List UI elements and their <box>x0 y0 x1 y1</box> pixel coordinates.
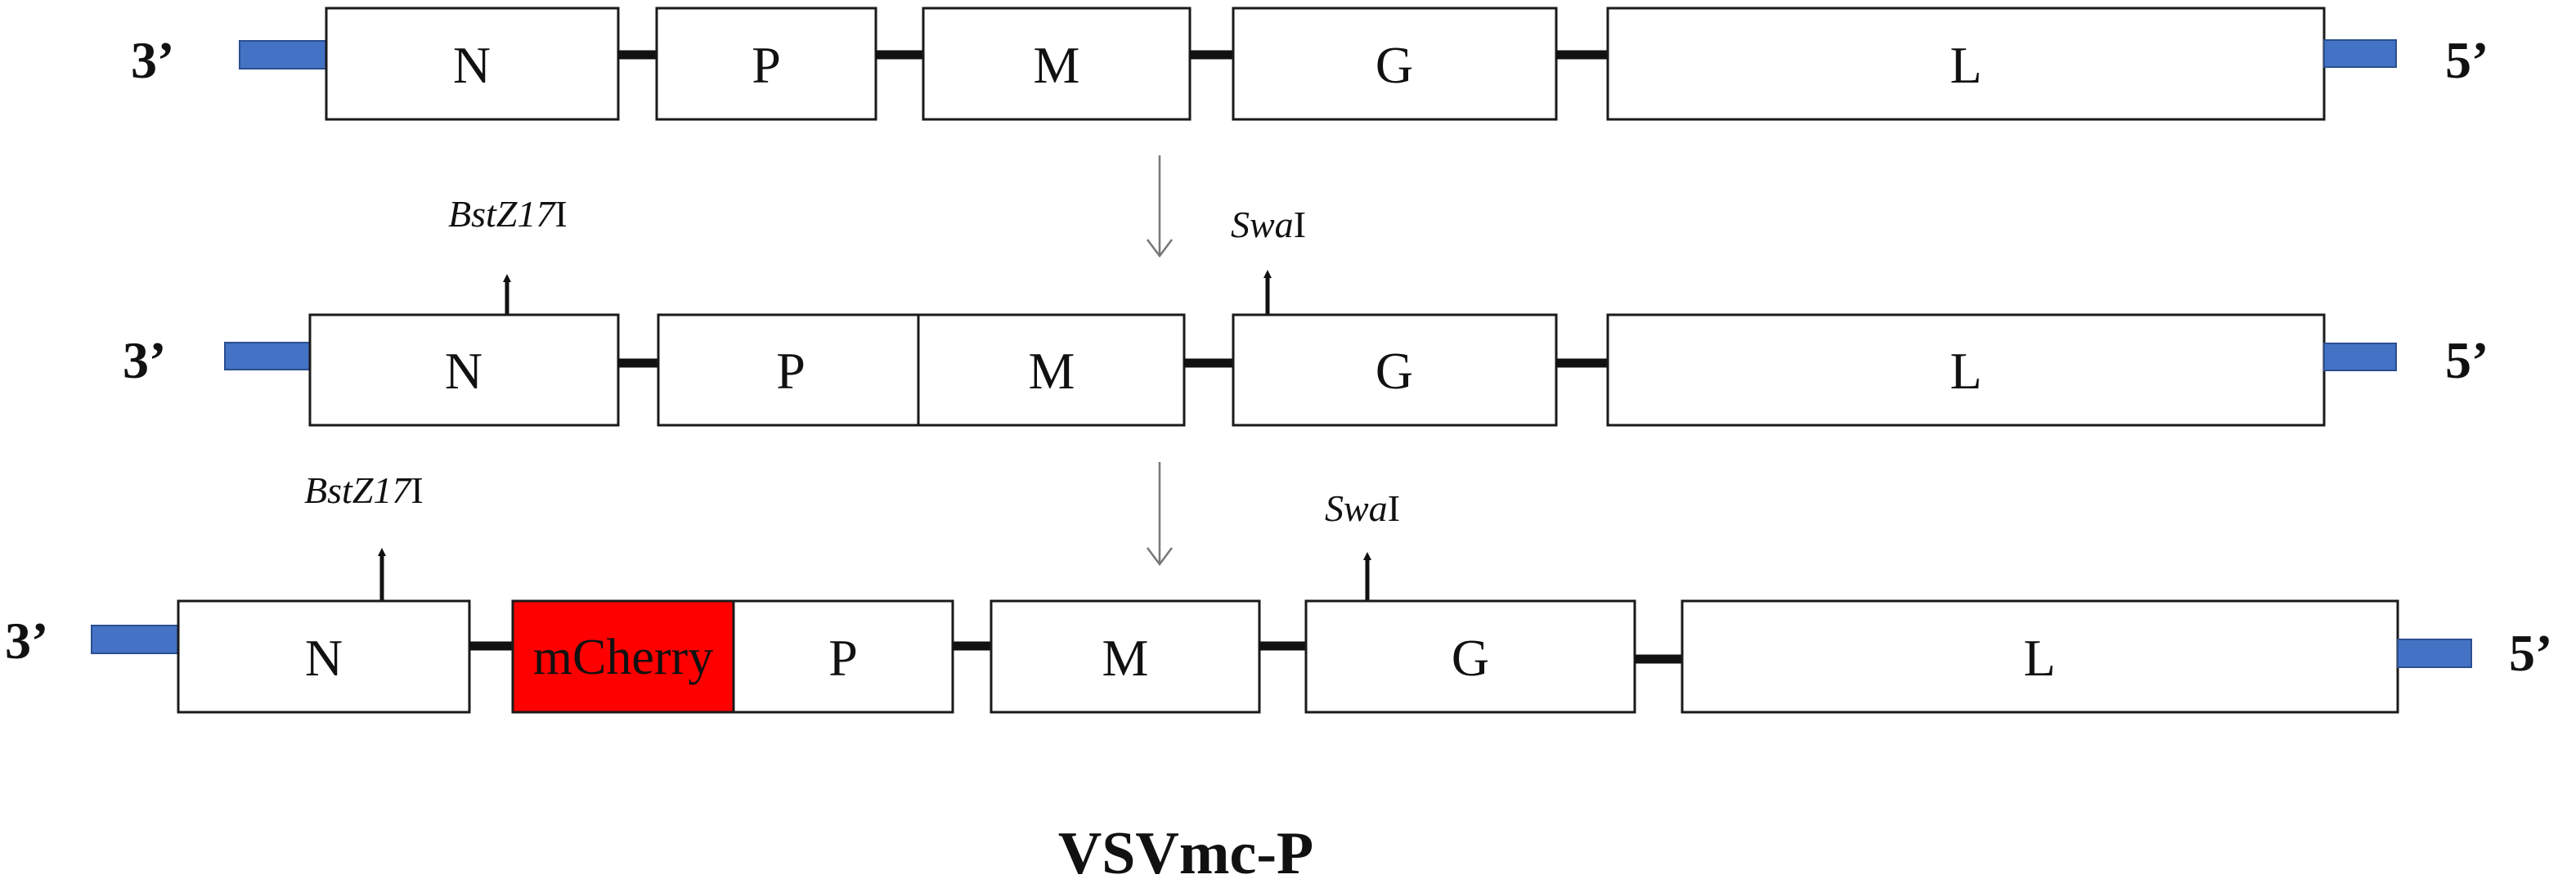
bstz17i-site-marker: BstZ17I <box>304 469 424 601</box>
gene-box-m <box>917 313 1186 427</box>
three-prime-label: 3’ <box>131 31 174 89</box>
gene-label-l: L <box>1950 342 1981 400</box>
five-prime-utr <box>2397 639 2472 668</box>
three-prime-utr <box>91 625 179 654</box>
swai-site-marker: SwaI <box>1325 487 1400 601</box>
gene-label-n: N <box>445 342 482 400</box>
gene-box-m <box>990 599 1261 714</box>
gene-box-l <box>1606 313 2326 427</box>
three-prime-label: 3’ <box>5 612 48 670</box>
gene-box-g <box>1232 7 1558 121</box>
five-prime-utr <box>2323 343 2397 371</box>
gene-label-p: P <box>828 629 858 687</box>
gene-label-g: G <box>1376 36 1413 94</box>
gene-box-n <box>325 7 620 121</box>
five-prime-label: 5’ <box>2445 31 2488 89</box>
gene-box-p <box>732 599 954 714</box>
swai-roman: I <box>1294 204 1306 245</box>
five-prime-label: 5’ <box>2445 331 2488 389</box>
three-prime-utr <box>224 342 311 370</box>
gene-label-m: M <box>1029 342 1075 400</box>
gene-label-g: G <box>1452 629 1489 687</box>
gene-box-g <box>1232 313 1558 427</box>
construct-row-modified-backbone: BstZ17I SwaI 3’ N P M G L 5’ <box>123 193 2488 427</box>
gene-label-l: L <box>1950 36 1981 94</box>
bstz17i-italic: BstZ17 <box>448 193 556 235</box>
bstz17i-label: BstZ17I <box>448 193 568 235</box>
gene-label-n: N <box>305 629 343 687</box>
construct-row-vsvmc-p: BstZ17I SwaI 3’ N mCherry P M G L 5’ <box>5 469 2552 714</box>
gene-box-l <box>1606 7 2326 121</box>
gene-label-n: N <box>453 36 491 94</box>
bstz17i-roman: I <box>554 193 567 235</box>
flow-arrow-down <box>1147 462 1173 567</box>
gene-box-n <box>308 313 620 427</box>
swai-label: SwaI <box>1325 487 1400 529</box>
swai-site-marker: SwaI <box>1231 204 1306 315</box>
swai-label: SwaI <box>1231 204 1306 245</box>
mcherry-insert-box <box>511 599 735 714</box>
flow-arrow-down <box>1147 155 1173 258</box>
bstz17i-italic: BstZ17 <box>304 469 412 511</box>
construct-row-wild-type: 3’ N P M G L 5’ <box>131 7 2488 121</box>
gene-label-l: L <box>2023 629 2055 687</box>
five-prime-utr <box>2323 39 2397 68</box>
gene-label-m: M <box>1102 629 1149 687</box>
gene-box-l <box>1681 599 2399 714</box>
swai-roman: I <box>1388 487 1400 529</box>
gene-box-p <box>655 7 877 121</box>
gene-label-m: M <box>1034 36 1080 94</box>
three-prime-label: 3’ <box>123 331 166 389</box>
gene-box-n <box>177 599 471 714</box>
gene-label-p: P <box>776 342 806 400</box>
swai-italic: Swa <box>1325 487 1388 529</box>
five-prime-label: 5’ <box>2509 624 2552 682</box>
gene-box-p <box>657 313 925 427</box>
gene-label-mcherry: mCherry <box>533 630 713 685</box>
bstz17i-label: BstZ17I <box>304 469 424 511</box>
bstz17i-site-marker: BstZ17I <box>448 193 568 315</box>
gene-label-g: G <box>1376 342 1413 400</box>
gene-box-g <box>1304 599 1636 714</box>
gene-label-p: P <box>752 36 781 94</box>
bstz17i-roman: I <box>411 469 423 511</box>
gene-box-m <box>922 7 1192 121</box>
construct-title: VSVmc-P <box>1058 820 1313 887</box>
swai-italic: Swa <box>1231 204 1294 245</box>
three-prime-utr <box>239 40 327 70</box>
